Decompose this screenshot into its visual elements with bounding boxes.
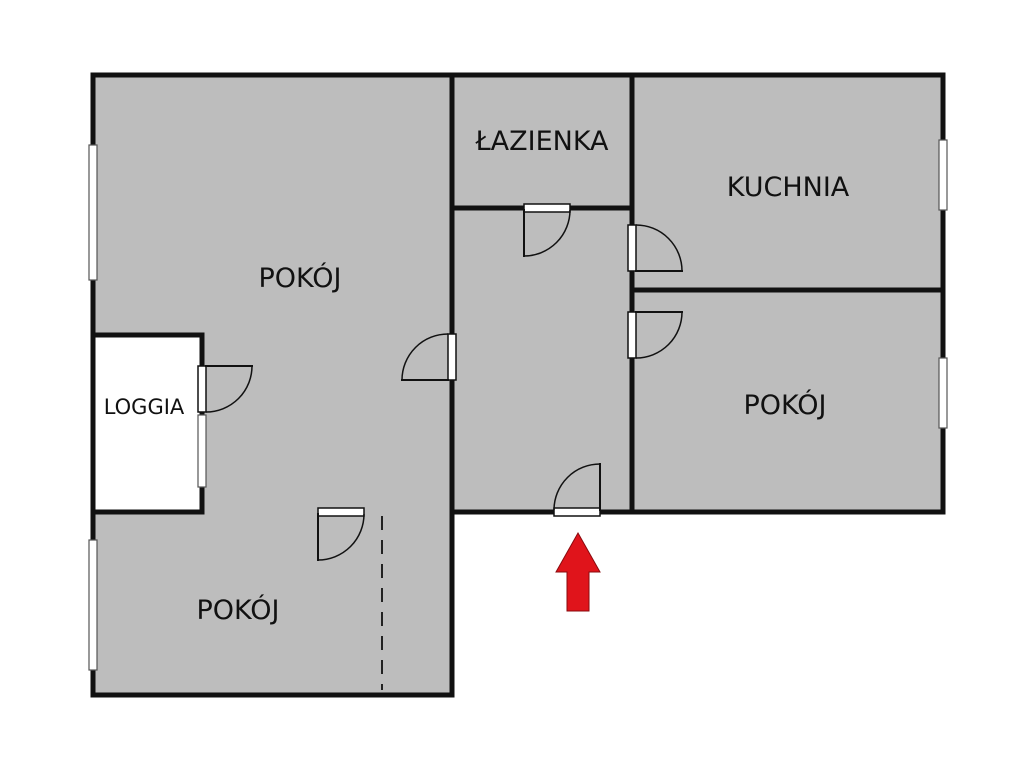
- door-loggia-gap: [197, 365, 207, 413]
- window-pokoj-main-left: [88, 144, 98, 281]
- room-kuchnia-fill: [632, 75, 943, 290]
- window-pokoj-bottom-left: [88, 539, 98, 671]
- door-lazienka-gap: [523, 203, 571, 213]
- label-pokoj-main: POKÓJ: [259, 262, 342, 294]
- room-lazienka-fill: [452, 75, 632, 208]
- door-entrance-swing: [553, 463, 601, 511]
- door-pokoj-right-swing: [635, 311, 683, 359]
- room-pokoj-main-fill: [93, 75, 452, 512]
- door-pokoj-bottom-swing: [317, 513, 365, 561]
- room-loggia-fill: [93, 335, 202, 512]
- door-entrance-gap: [553, 507, 601, 517]
- room-pokoj-right-fill: [632, 290, 943, 512]
- door-pokoj-right-gap: [627, 311, 637, 359]
- door-pokoj-bottom-gap: [317, 507, 365, 517]
- label-pokoj-bottom: POKÓJ: [197, 594, 280, 626]
- door-kuchnia-gap: [627, 224, 637, 272]
- door-pokoj-main-gap: [447, 333, 457, 381]
- window-kuchnia-right: [938, 139, 948, 211]
- window-loggia-door: [197, 414, 207, 488]
- doors: [197, 203, 683, 561]
- door-loggia-swing: [205, 365, 253, 413]
- window-pokoj-right: [938, 357, 948, 429]
- door-kuchnia-swing: [635, 224, 683, 272]
- room-pokoj-bottom-fill: [93, 512, 452, 695]
- label-loggia: LOGGIA: [104, 395, 185, 419]
- room-hall-fill: [452, 208, 632, 512]
- windows: [88, 139, 948, 671]
- entrance-arrow-icon: [555, 531, 601, 612]
- label-pokoj-right: POKÓJ: [744, 389, 827, 421]
- label-kuchnia: KUCHNIA: [727, 172, 850, 203]
- door-lazienka-swing: [523, 209, 571, 257]
- room-fills: [93, 75, 943, 695]
- door-pokoj-main-swing: [401, 333, 449, 381]
- label-lazienka: ŁAZIENKA: [474, 126, 609, 157]
